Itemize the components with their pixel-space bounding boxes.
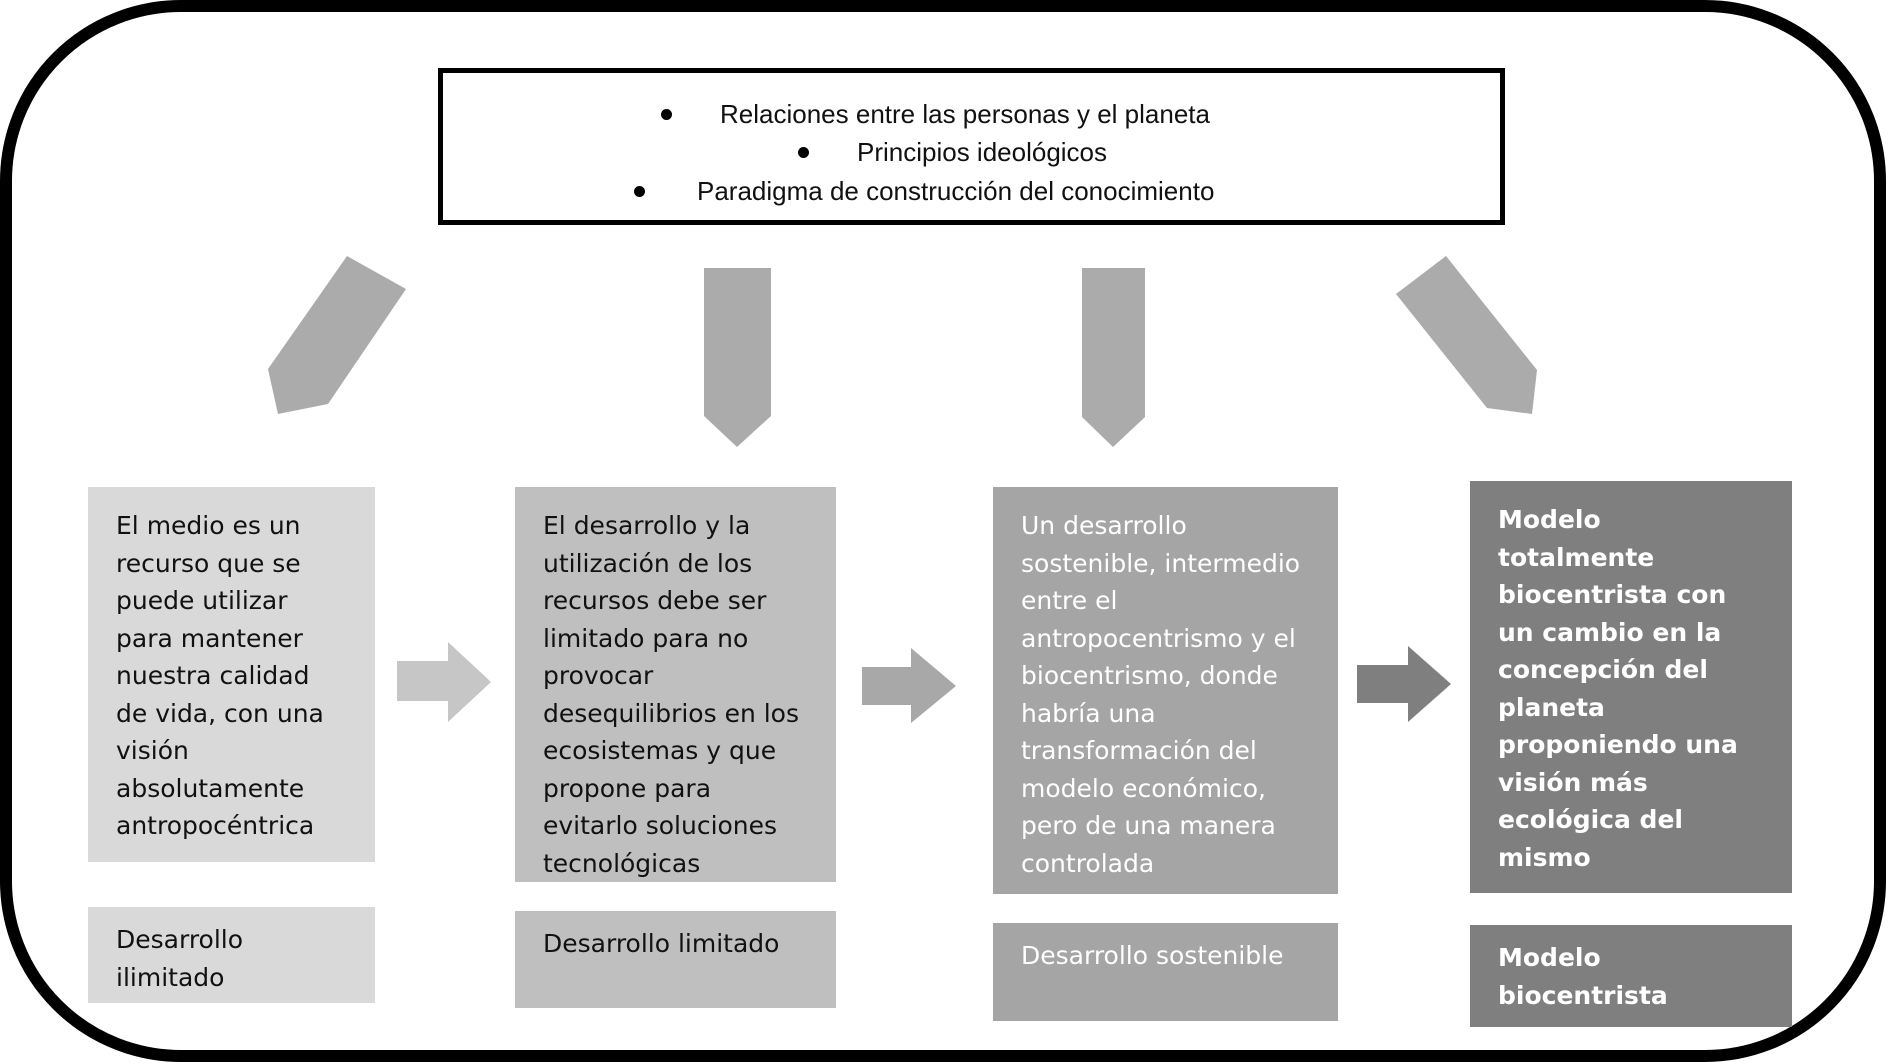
description-text: Un desarrollo sostenible, intermedio ent…: [1021, 511, 1301, 878]
label-box-modelo-biocentrista: Modelo biocentrista: [1470, 925, 1792, 1027]
description-text: El medio es un recurso que se puede util…: [116, 511, 324, 840]
description-box-desarrollo-ilimitado: El medio es un recurso que se puede util…: [88, 487, 375, 862]
description-box-desarrollo-sostenible: Un desarrollo sostenible, intermedio ent…: [993, 487, 1338, 894]
label-text: Desarrollo limitado: [543, 929, 780, 958]
header-bullet-text: Paradigma de construcción del conocimien…: [697, 176, 1215, 206]
header-bullet-text: Relaciones entre las personas y el plane…: [720, 99, 1210, 129]
label-text: Desarrollo ilimitado: [116, 925, 244, 992]
description-box-desarrollo-limitado: El desarrollo y la utilización de los re…: [515, 487, 836, 882]
bullet-icon: [661, 109, 672, 120]
header-bullet-text: Principios ideológicos: [857, 137, 1108, 167]
description-box-modelo-biocentrista: Modelo totalmente biocentrista con un ca…: [1470, 481, 1792, 893]
bullet-icon: [798, 147, 809, 158]
header-bullet-item: Principios ideológicos: [443, 134, 1500, 170]
label-box-desarrollo-ilimitado: Desarrollo ilimitado: [88, 907, 375, 1003]
header-bullet-item: Paradigma de construcción del conocimien…: [443, 173, 1500, 209]
description-text: El desarrollo y la utilización de los re…: [543, 511, 800, 878]
description-text: Modelo totalmente biocentrista con un ca…: [1498, 505, 1738, 872]
label-box-desarrollo-sostenible: Desarrollo sostenible: [993, 923, 1338, 1021]
label-box-desarrollo-limitado: Desarrollo limitado: [515, 911, 836, 1008]
header-concepts-box: Relaciones entre las personas y el plane…: [438, 68, 1505, 225]
header-bullet-item: Relaciones entre las personas y el plane…: [443, 96, 1500, 132]
label-text: Desarrollo sostenible: [1021, 941, 1284, 970]
bullet-icon: [634, 186, 645, 197]
label-text: Modelo biocentrista: [1498, 943, 1668, 1010]
